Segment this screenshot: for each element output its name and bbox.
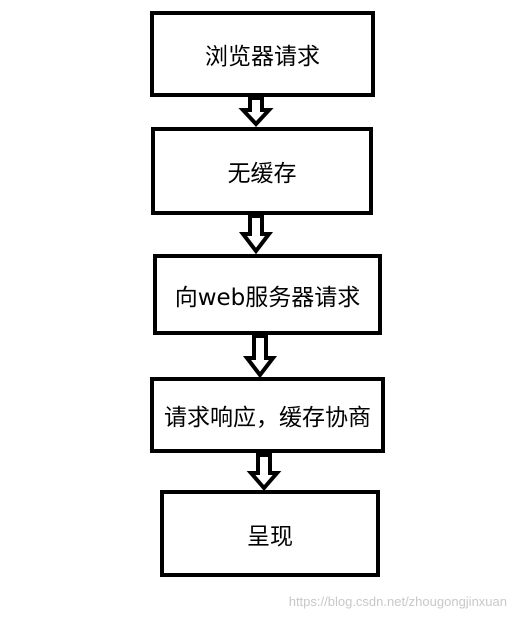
step-web-server-request: 向web服务器请求 bbox=[153, 254, 382, 335]
step-label: 无缓存 bbox=[227, 161, 297, 187]
arrow-down-icon bbox=[238, 96, 274, 127]
step-label: 浏览器请求 bbox=[205, 44, 320, 70]
arrow-down-icon bbox=[246, 453, 282, 492]
step-label: 呈现 bbox=[247, 523, 293, 550]
step-label: 请求响应，缓存协商 bbox=[164, 405, 371, 431]
step-render: 呈现 bbox=[160, 490, 380, 577]
step-label: 向web服务器请求 bbox=[174, 284, 361, 311]
step-browser-request: 浏览器请求 bbox=[150, 11, 375, 97]
arrow-down-icon bbox=[238, 214, 274, 255]
step-response-negotiation: 请求响应，缓存协商 bbox=[150, 377, 385, 453]
watermark: https://blog.csdn.net/zhougongjinxuan bbox=[288, 594, 507, 609]
step-no-cache: 无缓存 bbox=[151, 127, 373, 215]
arrow-down-icon bbox=[242, 334, 278, 379]
